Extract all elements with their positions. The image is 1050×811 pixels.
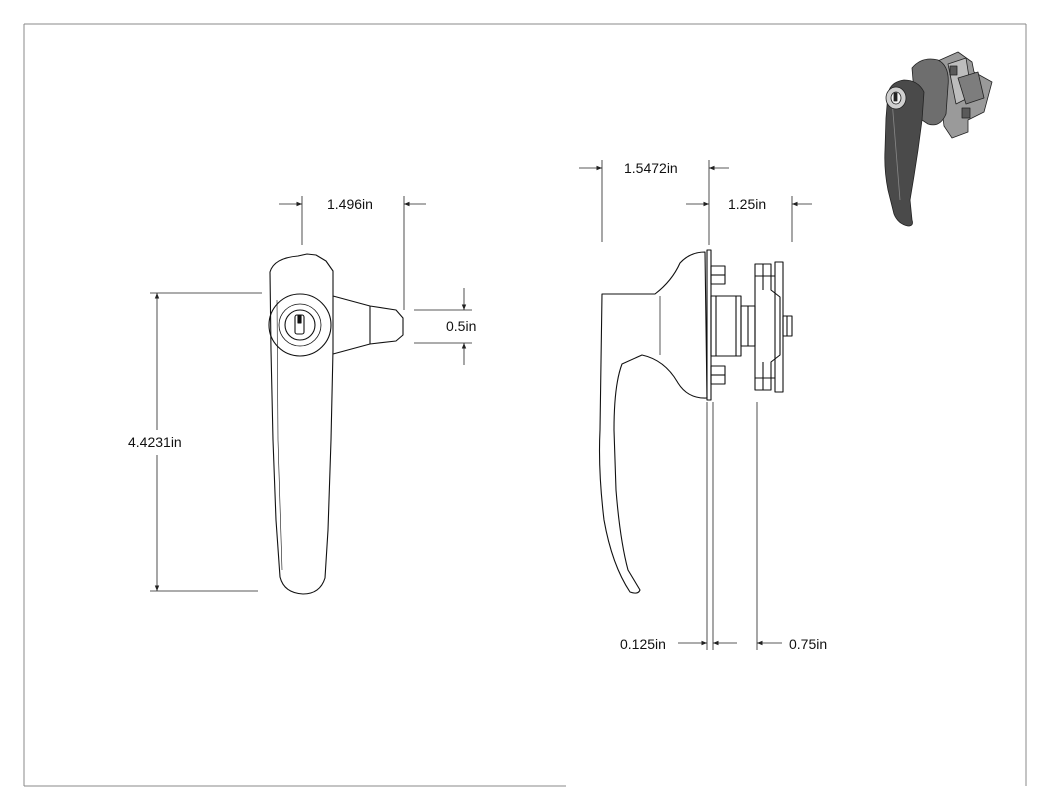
side-cam-offset-dimension: 1.25in xyxy=(728,196,767,212)
front-view-handle xyxy=(268,253,404,595)
front-view-dimensions xyxy=(150,196,472,592)
front-width-dimension: 1.496in xyxy=(327,196,373,212)
side-view-dimensions xyxy=(579,160,812,650)
lock-cylinder-core xyxy=(284,309,316,341)
side-depth-dimension: 1.5472in xyxy=(624,160,678,176)
sheet-frame xyxy=(23,23,1027,787)
mounting-plate xyxy=(706,249,712,401)
isometric-preview xyxy=(884,51,993,227)
side-cam-gap-dimension: 0.75in xyxy=(789,636,828,652)
front-boss-dimension: 0.5in xyxy=(446,318,477,334)
lock-cylinder-ring xyxy=(278,303,322,347)
front-height-dimension: 4.4231in xyxy=(128,434,182,450)
lock-cylinder-outer xyxy=(268,293,332,357)
side-plate-dimension: 0.125in xyxy=(620,636,666,652)
side-view-handle xyxy=(598,249,793,594)
